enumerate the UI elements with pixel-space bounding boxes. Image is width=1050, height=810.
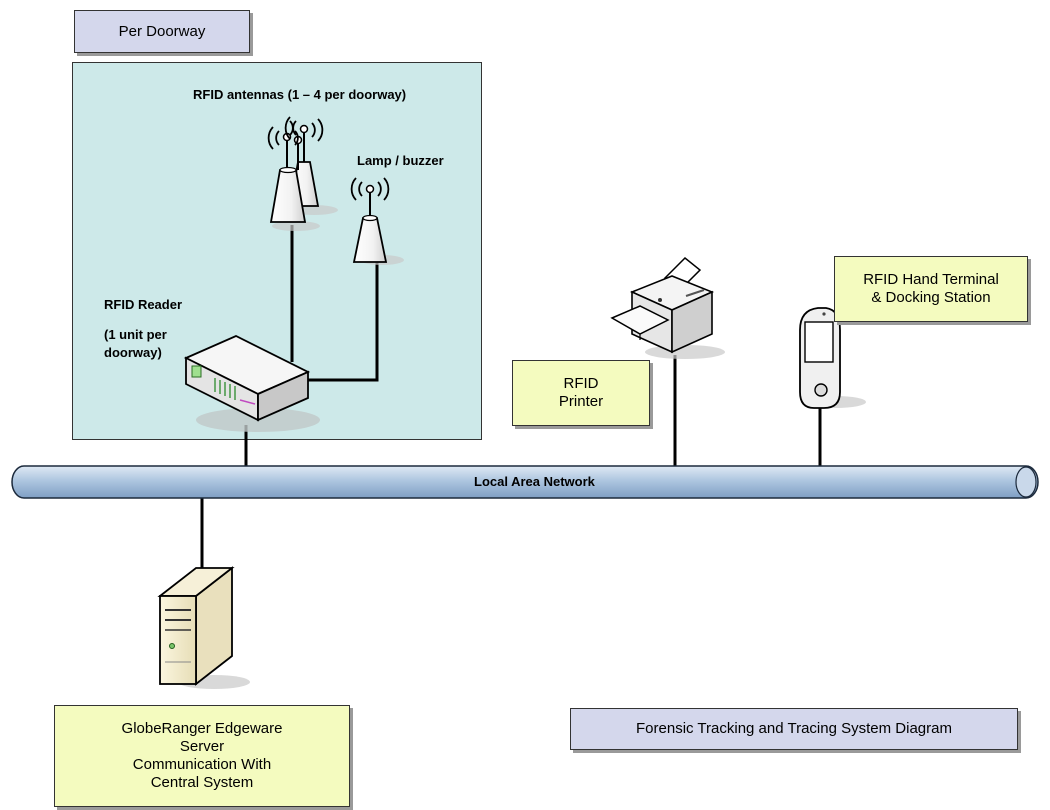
- diagram-title: Forensic Tracking and Tracing System Dia…: [570, 708, 1018, 750]
- rfid-printer-label: RFID Printer: [512, 360, 650, 426]
- lamp-buzzer-label: Lamp / buzzer: [357, 153, 444, 168]
- lamp-buzzer-icon: [350, 177, 404, 265]
- rfid-antenna-icon: [267, 116, 338, 231]
- per-doorway-label: Per Doorway: [74, 10, 250, 53]
- local-area-network-label: Local Area Network: [474, 474, 595, 489]
- rfid-reader-icon: [183, 335, 320, 432]
- hand-terminal-icon: [799, 307, 866, 409]
- reader-note-line1: (1 unit per: [104, 327, 167, 342]
- globeranger-server-label: GlobeRanger Edgeware Server Communicatio…: [54, 705, 350, 807]
- reader-note-line2: doorway): [104, 345, 162, 360]
- rfid-antennas-label: RFID antennas (1 – 4 per doorway): [193, 87, 407, 102]
- rfid-hand-terminal-label: RFID Hand Terminal & Docking Station: [834, 256, 1028, 322]
- rfid-reader-label: RFID Reader: [104, 297, 183, 312]
- lan-pipe: [11, 465, 1039, 499]
- connector-lines: [200, 225, 822, 570]
- printer-icon: [610, 256, 725, 359]
- connector-lamp-reader: [302, 258, 379, 382]
- server-tower-icon: [157, 566, 250, 689]
